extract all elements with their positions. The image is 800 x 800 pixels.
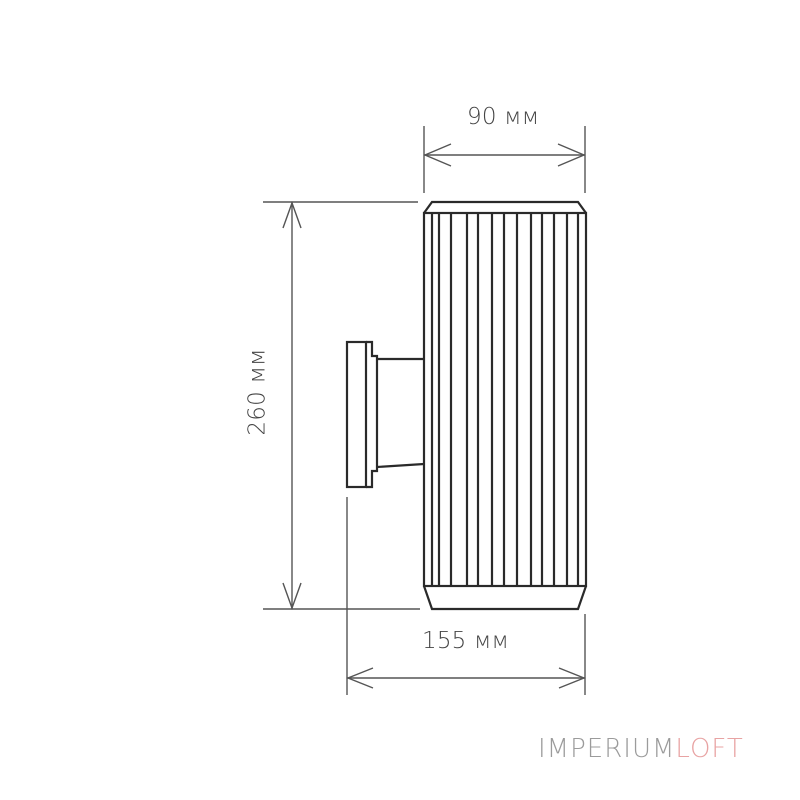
lamp-cylinder <box>422 200 588 611</box>
height-dimension-label: 260 мм <box>244 348 271 436</box>
wall-bracket <box>345 340 425 489</box>
width-dimension-top <box>423 126 586 193</box>
brand-logo-part2: LOFT <box>675 734 744 764</box>
depth-dimension-bottom <box>346 497 586 695</box>
brand-logo: IMPERIUMLOFT <box>538 736 744 762</box>
width-dimension-label: 90 мм <box>467 104 540 130</box>
depth-dimension-label: 155 мм <box>422 628 510 654</box>
brand-logo-part1: IMPERIUM <box>538 734 676 764</box>
cylinder-ribs <box>430 213 580 586</box>
height-dimension <box>263 200 420 611</box>
